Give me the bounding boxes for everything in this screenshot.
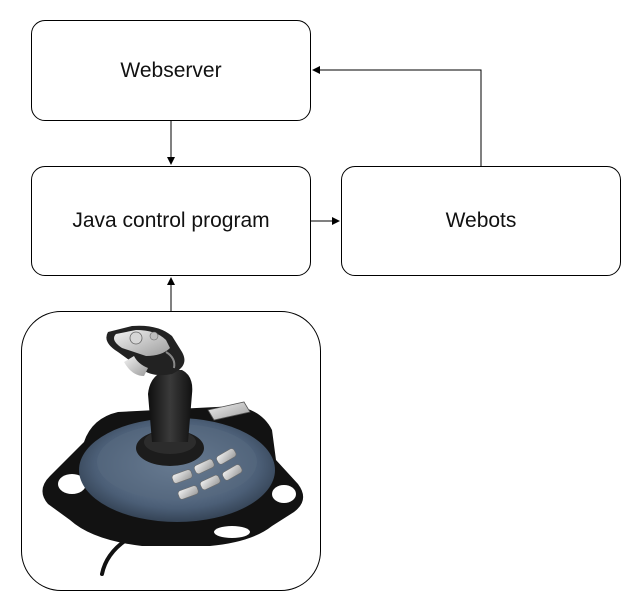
- joystick-icon: [42, 325, 304, 576]
- java-control-program-label: Java control program: [72, 209, 270, 232]
- joystick-node: [21, 311, 321, 591]
- webserver-label: Webserver: [120, 58, 222, 82]
- webots-label: Webots: [445, 209, 517, 232]
- edge-webots-to-webserver: [312, 66, 482, 166]
- webserver-node: Webserver: [31, 20, 311, 121]
- webots-node: Webots: [341, 166, 621, 276]
- java-control-program-node: Java control program: [31, 166, 311, 276]
